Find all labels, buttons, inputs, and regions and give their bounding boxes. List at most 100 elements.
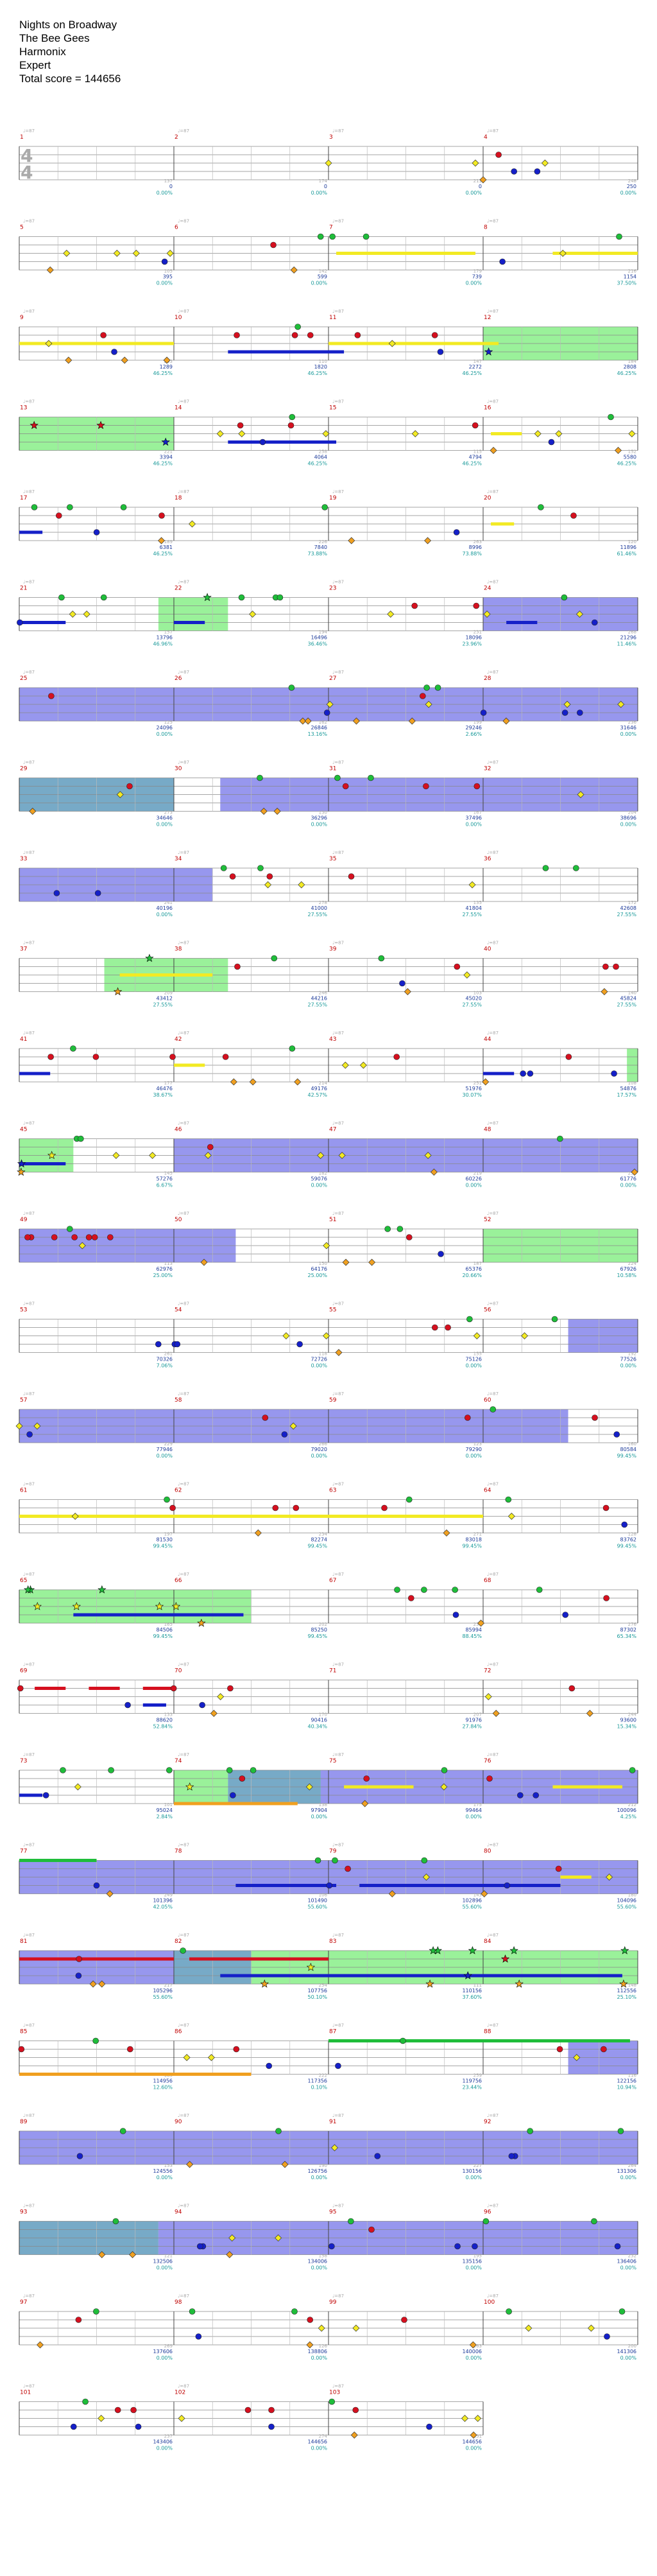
green-note xyxy=(629,1767,636,1773)
measure-ticks: 199 xyxy=(474,720,482,725)
measure-ticks: 143 xyxy=(474,1893,482,1898)
green-note xyxy=(58,594,65,601)
tempo-marker: ♩=87 xyxy=(23,399,35,405)
measure-percent: 55.60% xyxy=(617,1904,636,1910)
measure-percent: 88.45% xyxy=(462,1633,482,1639)
measure-number: 38 xyxy=(175,946,182,953)
blue-note xyxy=(328,2243,335,2250)
measure-number: 27 xyxy=(329,675,336,682)
measure-number: 6 xyxy=(175,225,178,231)
measure-score: 83762 xyxy=(620,1537,636,1543)
blue-note xyxy=(196,2243,203,2250)
red-note xyxy=(431,332,438,338)
green-note xyxy=(294,324,301,330)
tempo-marker: ♩=87 xyxy=(487,1121,499,1126)
tempo-marker: ♩=87 xyxy=(23,1482,35,1487)
measure-score: 95024 xyxy=(157,1807,173,1813)
orange-note xyxy=(335,1349,343,1356)
measure-number: 63 xyxy=(329,1488,336,1494)
yellow-note xyxy=(472,159,479,167)
tempo-marker: ♩=87 xyxy=(178,941,189,946)
tempo-marker: ♩=87 xyxy=(178,670,189,675)
measure-percent: 0.00% xyxy=(620,190,637,196)
blue-note xyxy=(517,1792,524,1798)
measure-score: 77946 xyxy=(157,1447,173,1452)
measure-score: 100096 xyxy=(617,1807,636,1813)
tempo-marker: ♩=87 xyxy=(332,128,344,134)
yellow-note xyxy=(149,1152,157,1159)
measure-number: 56 xyxy=(484,1307,491,1314)
red-note xyxy=(565,1054,572,1060)
blue-note xyxy=(335,2062,341,2069)
total-score: Total score = 144656 xyxy=(19,73,121,85)
green-note xyxy=(257,774,263,781)
measure-score: 51976 xyxy=(466,1086,482,1092)
tempo-marker: ♩=87 xyxy=(487,760,499,765)
red-note xyxy=(170,1685,177,1692)
red-note xyxy=(227,1685,234,1692)
measure-number: 26 xyxy=(175,675,182,682)
orange-note xyxy=(368,1258,376,1266)
measure-percent: 11.46% xyxy=(617,641,636,647)
measure-score: 0 xyxy=(324,184,327,189)
measure-percent: 17.57% xyxy=(617,1092,636,1098)
measure-number: 47 xyxy=(329,1127,336,1133)
measure-score: 3394 xyxy=(160,455,173,460)
measure-score: 91976 xyxy=(466,1718,482,1723)
measure-number: 88 xyxy=(484,2029,491,2035)
blue-note xyxy=(576,709,583,716)
measure-score: 77526 xyxy=(620,1357,636,1362)
measure-percent: 13.16% xyxy=(307,731,327,737)
blue-note xyxy=(195,2333,202,2340)
tempo-marker: ♩=87 xyxy=(23,850,35,855)
blue-star-note xyxy=(484,347,493,356)
chart-source: Harmonix xyxy=(19,46,66,58)
red-note xyxy=(291,332,298,338)
measure-score: 21296 xyxy=(620,635,636,641)
measure-score: 36296 xyxy=(311,815,327,821)
red-note xyxy=(602,963,609,970)
measure-number: 68 xyxy=(484,1578,491,1584)
tempo-marker: ♩=87 xyxy=(332,1031,344,1036)
measure-ticks: 259 xyxy=(474,2073,482,2078)
measure-row: 21♩=871379646.96%15722♩=871649636.46%194… xyxy=(17,580,638,647)
green-note xyxy=(591,2218,597,2225)
tempo-marker: ♩=87 xyxy=(23,1933,35,1938)
measure-row: 25♩=87240960.00%12526♩=872684613.16%1622… xyxy=(19,670,638,737)
measure-ticks: 209 xyxy=(164,991,173,996)
measure-ticks: 211 xyxy=(474,178,482,184)
measure-ticks: 263 xyxy=(474,539,482,544)
measure-number: 12 xyxy=(484,315,491,321)
measure-ticks: 106 xyxy=(319,1893,328,1898)
measure-ticks: 227 xyxy=(474,2163,482,2168)
yellow-note xyxy=(425,701,432,708)
yellow-note xyxy=(305,1783,313,1791)
green-note xyxy=(277,594,284,601)
orange-note xyxy=(29,808,37,815)
yellow-note xyxy=(559,250,567,257)
green-note xyxy=(608,413,614,421)
measure-ticks: 170 xyxy=(319,1712,327,1718)
measure-score: 49176 xyxy=(311,1086,327,1092)
blue-note xyxy=(155,1341,162,1348)
measure-percent: 99.45% xyxy=(462,1544,482,1549)
measure-percent: 23.96% xyxy=(462,641,482,647)
blue-note xyxy=(438,1251,444,1257)
measure-ticks: 212 xyxy=(628,1802,636,1807)
yellow-note xyxy=(338,1152,346,1159)
measure-score: 143406 xyxy=(153,2439,173,2445)
chart-header: Nights on Broadway The Bee Gees Harmonix… xyxy=(19,18,121,85)
red-note xyxy=(169,1054,176,1060)
red-note xyxy=(454,963,461,970)
measure-score: 11896 xyxy=(620,544,636,550)
red-note xyxy=(345,1865,351,1872)
measure-percent: 37.60% xyxy=(462,1994,482,2000)
measure-score: 119756 xyxy=(462,2078,482,2084)
measure-ticks: 217 xyxy=(164,1983,173,1988)
measure-number: 29 xyxy=(20,766,28,772)
measure-score: 250 xyxy=(627,184,636,189)
measure-percent: 55.60% xyxy=(153,1994,173,2000)
measure-percent: 42.57% xyxy=(307,1092,327,1098)
measure-ticks: 207 xyxy=(474,1712,482,1718)
measure-percent: 55.60% xyxy=(307,1904,327,1910)
